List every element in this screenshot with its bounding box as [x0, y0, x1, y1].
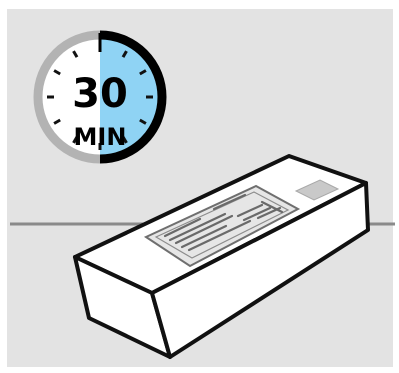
timer-value: 30: [48, 74, 152, 114]
timer-unit: MIN: [48, 124, 152, 150]
